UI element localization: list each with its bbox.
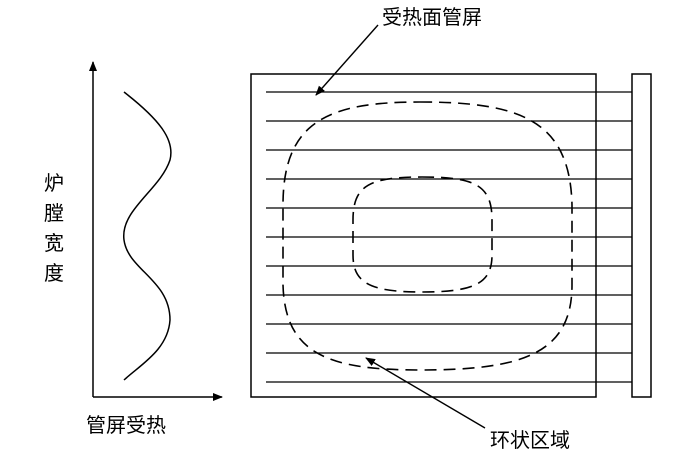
heat-distribution-graph <box>89 61 223 401</box>
tube-lines <box>266 91 632 383</box>
heat-curve <box>123 91 172 381</box>
tube-screen-label: 受热面管屏 <box>382 5 482 29</box>
tube-screen-leader <box>315 24 379 96</box>
inner-dashed-region <box>352 176 493 293</box>
y-axis-char: 度 <box>44 261 64 285</box>
furnace-box <box>250 73 597 398</box>
y-axis-label: 炉 膛 宽 度 <box>44 171 64 285</box>
header-box <box>631 73 652 398</box>
y-axis-char: 宽 <box>44 231 64 255</box>
tube-screen <box>250 73 652 398</box>
y-axis-char: 膛 <box>44 201 64 225</box>
outer-dashed-region <box>282 101 573 371</box>
y-axis-char: 炉 <box>44 171 64 195</box>
x-axis-label: 管屏受热 <box>86 413 166 437</box>
ring-zone-leader <box>365 357 486 429</box>
ring-zone-label: 环状区域 <box>490 428 570 452</box>
